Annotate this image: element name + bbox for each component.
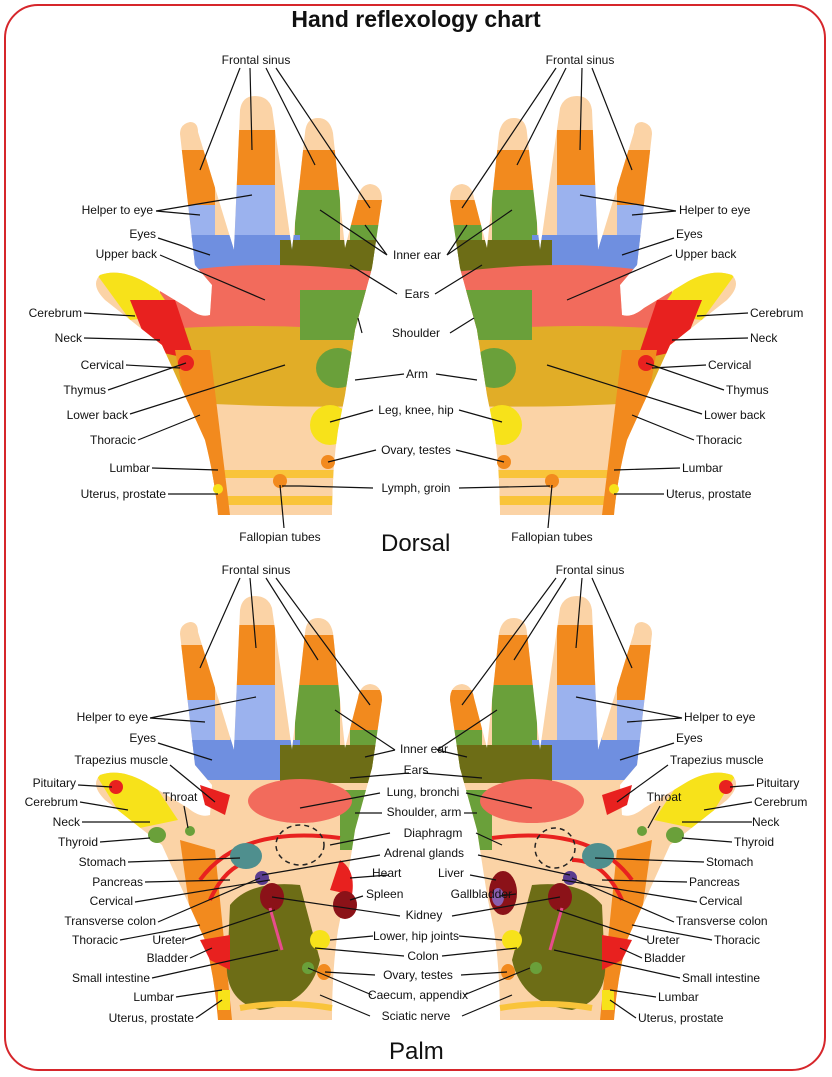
label-fallopian-tubes: Fallopian tubes [239, 530, 320, 544]
label-frontal-sinus: Frontal sinus [546, 53, 615, 67]
label-pancreas: Pancreas [689, 875, 740, 889]
label-eyes: Eyes [129, 227, 156, 241]
label-uterus-prostate: Uterus, prostate [666, 487, 752, 501]
label-ovary-testes: Ovary, testes [383, 968, 453, 982]
dorsal-labels: Frontal sinus Frontal sinus Helper to ey… [29, 53, 804, 544]
label-lower-back: Lower back [67, 408, 129, 422]
label-inner-ear: Inner ear [393, 248, 441, 262]
label-cerebrum: Cerebrum [754, 795, 807, 809]
label-shoulder: Shoulder [392, 326, 440, 340]
label-lumbar: Lumbar [658, 990, 699, 1004]
label-thyroid: Thyroid [58, 835, 98, 849]
label-ureter: Ureter [152, 933, 185, 947]
dorsal-right-hand [450, 96, 736, 515]
label-cervical: Cervical [81, 358, 124, 372]
label-thyroid: Thyroid [734, 835, 774, 849]
label-small-intestine: Small intestine [682, 971, 760, 985]
label-leg-knee-hip: Leg, knee, hip [378, 403, 454, 417]
label-helper-to-eye: Helper to eye [684, 710, 756, 724]
palm-section-title: Palm [389, 1038, 444, 1065]
label-frontal-sinus: Frontal sinus [222, 53, 291, 67]
label-bladder: Bladder [147, 951, 188, 965]
label-fallopian-tubes: Fallopian tubes [511, 530, 592, 544]
label-uterus-prostate: Uterus, prostate [638, 1011, 724, 1025]
label-lymph-groin: Lymph, groin [382, 481, 451, 495]
label-bladder: Bladder [644, 951, 685, 965]
label-inner-ear: Inner ear [400, 742, 448, 756]
label-sciatic-nerve: Sciatic nerve [382, 1009, 451, 1023]
label-throat: Throat [163, 790, 198, 804]
label-upper-back: Upper back [96, 247, 158, 261]
palm-labels: Frontal sinus Frontal sinus Helper to ey… [25, 563, 808, 1025]
label-lower-hip-joints: Lower, hip joints [373, 929, 459, 943]
label-heart: Heart [372, 866, 402, 880]
label-caecum-appendix: Caecum, appendix [368, 988, 468, 1002]
label-colon: Colon [407, 949, 438, 963]
label-pituitary: Pituitary [33, 776, 76, 790]
label-helper-to-eye: Helper to eye [679, 203, 751, 217]
label-cervical: Cervical [708, 358, 751, 372]
label-thoracic: Thoracic [696, 433, 742, 447]
label-small-intestine: Small intestine [72, 971, 150, 985]
label-stomach: Stomach [79, 855, 126, 869]
dorsal-section-title: Dorsal [381, 530, 451, 557]
label-helper-to-eye: Helper to eye [82, 203, 154, 217]
label-neck: Neck [53, 815, 81, 829]
label-transverse-colon: Transverse colon [676, 914, 768, 928]
label-trapezius-muscle: Trapezius muscle [670, 753, 764, 767]
label-cerebrum: Cerebrum [25, 795, 78, 809]
label-eyes: Eyes [676, 227, 703, 241]
label-lumbar: Lumbar [682, 461, 723, 475]
label-transverse-colon: Transverse colon [64, 914, 156, 928]
label-ears: Ears [404, 763, 429, 777]
label-uterus-prostate: Uterus, prostate [109, 1011, 195, 1025]
label-thymus: Thymus [726, 383, 769, 397]
label-liver: Liver [438, 866, 464, 880]
label-trapezius-muscle: Trapezius muscle [74, 753, 168, 767]
label-kidney: Kidney [406, 908, 443, 922]
label-cervical: Cervical [699, 894, 742, 908]
label-eyes: Eyes [129, 731, 156, 745]
label-neck: Neck [752, 815, 780, 829]
label-neck: Neck [55, 331, 83, 345]
label-arm: Arm [406, 367, 428, 381]
label-helper-to-eye: Helper to eye [77, 710, 149, 724]
label-lumbar: Lumbar [133, 990, 174, 1004]
label-lower-back: Lower back [704, 408, 766, 422]
label-shoulder-arm: Shoulder, arm [387, 805, 462, 819]
label-uterus-prostate: Uterus, prostate [81, 487, 167, 501]
label-lumbar: Lumbar [109, 461, 150, 475]
label-thoracic: Thoracic [72, 933, 118, 947]
label-ovary-testes: Ovary, testes [381, 443, 451, 457]
label-ureter: Ureter [646, 933, 679, 947]
label-spleen: Spleen [366, 887, 403, 901]
chart-frame [4, 4, 826, 1071]
label-neck: Neck [750, 331, 778, 345]
label-pituitary: Pituitary [756, 776, 799, 790]
palm-right-hand [450, 596, 736, 1020]
label-cerebrum: Cerebrum [29, 306, 82, 320]
label-gallbladder: Gallbladder [451, 887, 512, 901]
label-adrenal-glands: Adrenal glands [384, 846, 464, 860]
label-eyes: Eyes [676, 731, 703, 745]
label-thoracic: Thoracic [90, 433, 136, 447]
palm-left-hand [96, 596, 382, 1020]
dorsal-left-hand [96, 96, 382, 515]
label-frontal-sinus: Frontal sinus [556, 563, 625, 577]
label-lung-bronchi: Lung, bronchi [387, 785, 460, 799]
label-ears: Ears [405, 287, 430, 301]
label-thymus: Thymus [63, 383, 106, 397]
label-cervical: Cervical [90, 894, 133, 908]
label-pancreas: Pancreas [92, 875, 143, 889]
label-upper-back: Upper back [675, 247, 737, 261]
label-stomach: Stomach [706, 855, 753, 869]
chart-title: Hand reflexology chart [291, 6, 541, 32]
label-diaphragm: Diaphragm [404, 826, 463, 840]
label-frontal-sinus: Frontal sinus [222, 563, 291, 577]
label-thoracic: Thoracic [714, 933, 760, 947]
label-throat: Throat [647, 790, 682, 804]
label-cerebrum: Cerebrum [750, 306, 803, 320]
leader-lines [77, 67, 755, 1019]
